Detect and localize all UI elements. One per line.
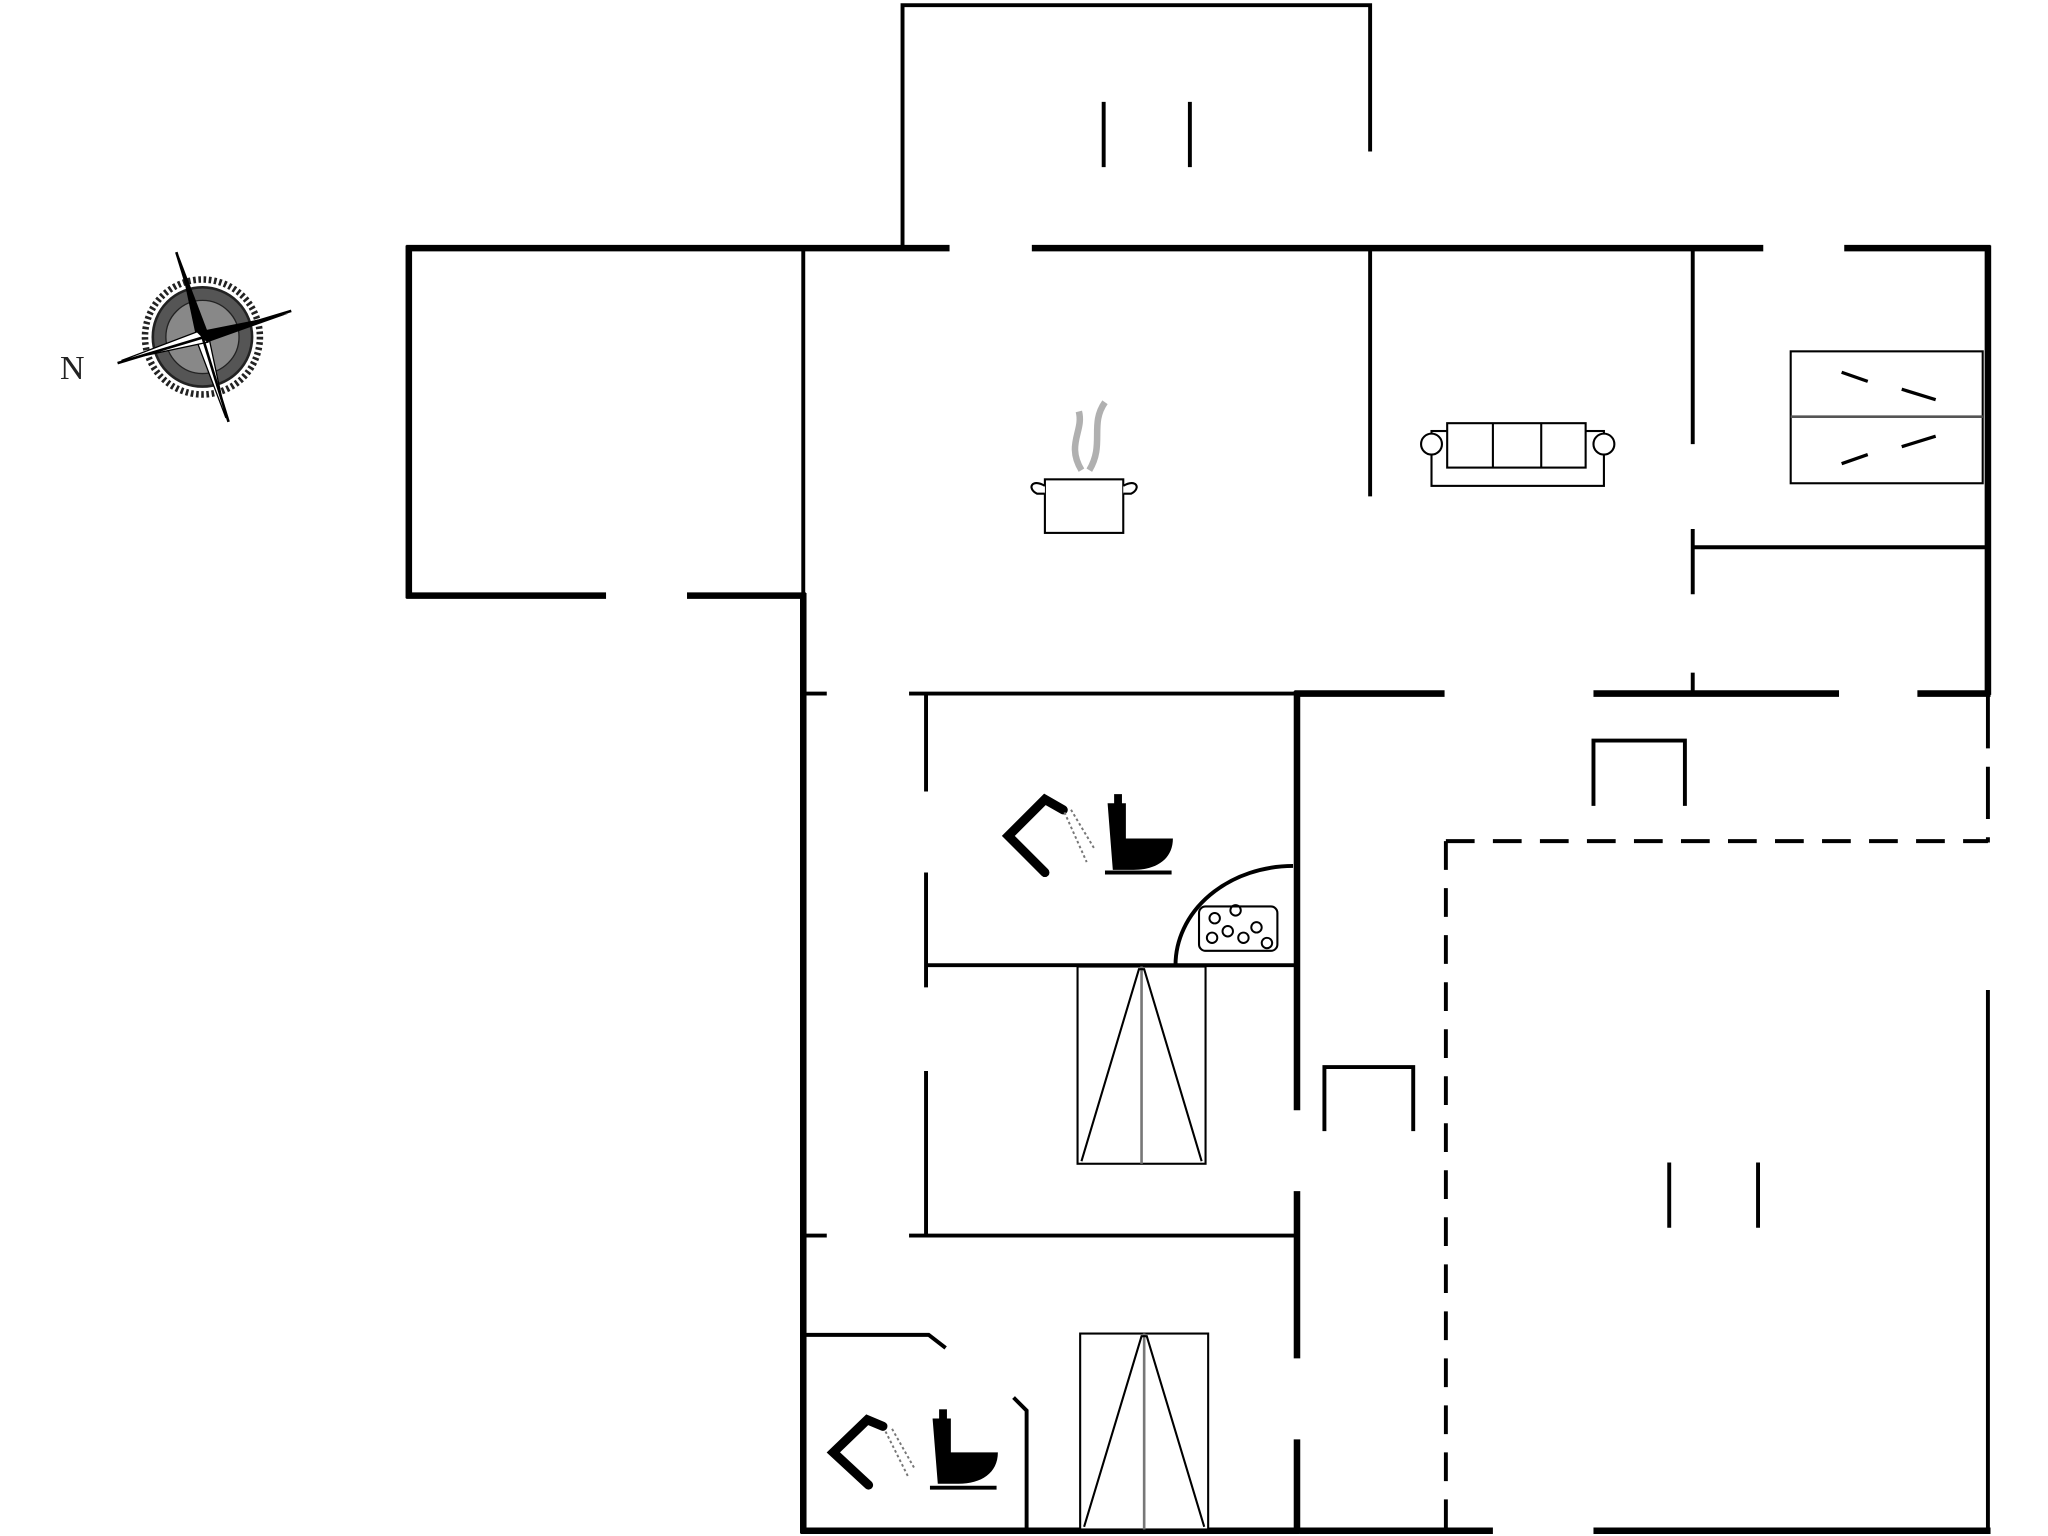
double-bed-icon (1076, 965, 1207, 1165)
exterior-walls (405, 244, 1992, 1535)
closet-outline (1322, 1065, 1416, 1132)
double-bed-icon (1079, 1332, 1210, 1531)
toilet-icon (929, 1409, 998, 1490)
shower-icon (826, 1414, 916, 1490)
terrace-top (900, 3, 1373, 249)
cooking-pot-icon (1030, 400, 1138, 534)
north-label: N (60, 350, 85, 387)
sofa-icon (1420, 422, 1616, 487)
interior-walls (801, 250, 1991, 1534)
double-bed-icon (1789, 350, 1984, 485)
shower-icon (1001, 793, 1096, 878)
sauna-stove-icon (1173, 864, 1294, 966)
toilet-icon (1104, 794, 1173, 875)
covered-terrace-outline (1443, 839, 1988, 1531)
closet-outline (1591, 738, 1687, 806)
compass-rose-icon (117, 251, 292, 423)
